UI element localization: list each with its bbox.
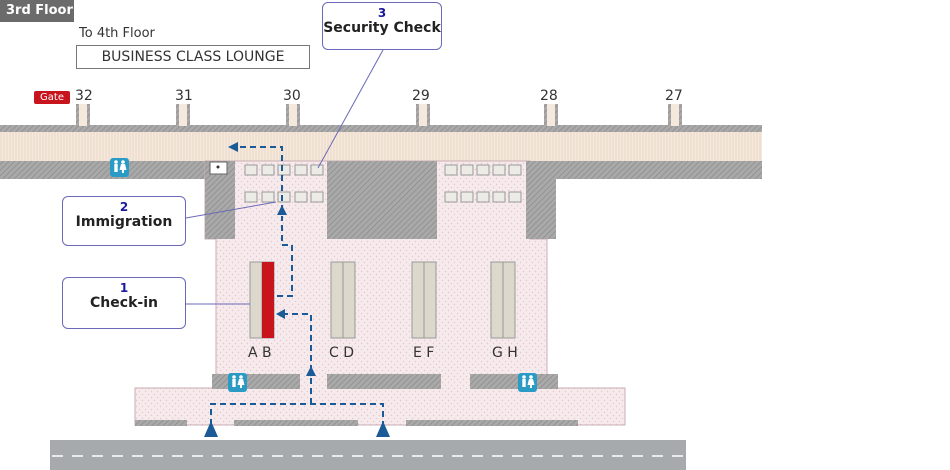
counter-label: E F: [413, 345, 435, 361]
immigration-callout: 2 Immigration: [62, 196, 186, 246]
callout-leaders: [185, 49, 384, 305]
counter-label: C D: [329, 345, 355, 361]
step-label: Check-in: [90, 295, 158, 311]
gate-number: 28: [540, 88, 558, 104]
terminal-hall: [134, 160, 626, 426]
lift-icon: [209, 161, 228, 175]
route-path: [210, 146, 384, 425]
concourse: [0, 125, 762, 179]
security-check-callout: 3 Security Check: [322, 2, 442, 50]
jetways: [76, 104, 682, 126]
gate-number: 31: [175, 88, 193, 104]
restroom-icon: [228, 373, 247, 392]
step-label: Immigration: [75, 214, 173, 230]
gate-number: 29: [412, 88, 430, 104]
to-floor-label: To 4th Floor: [79, 26, 155, 41]
counter-label: G H: [492, 345, 518, 361]
gate-badge: Gate: [34, 91, 70, 104]
checkin-callout: 1 Check-in: [62, 277, 186, 329]
gate-number: 27: [665, 88, 683, 104]
route-arrow-icon: [204, 142, 390, 437]
restroom-icon: [518, 373, 537, 392]
step-number: 2: [119, 200, 129, 214]
booths: [244, 164, 522, 203]
road: [50, 440, 686, 470]
step-number: 1: [119, 281, 129, 295]
step-number: 3: [377, 6, 387, 20]
gate-number: 30: [283, 88, 301, 104]
gate-number: 32: [75, 88, 93, 104]
lounge-sign: BUSINESS CLASS LOUNGE: [76, 45, 310, 69]
step-label: Security Check: [323, 20, 441, 36]
restroom-icon: [110, 158, 129, 177]
highlighted-counter: [262, 262, 274, 338]
counter-label: A B: [248, 345, 272, 361]
floor-label: 3rd Floor: [0, 0, 74, 22]
